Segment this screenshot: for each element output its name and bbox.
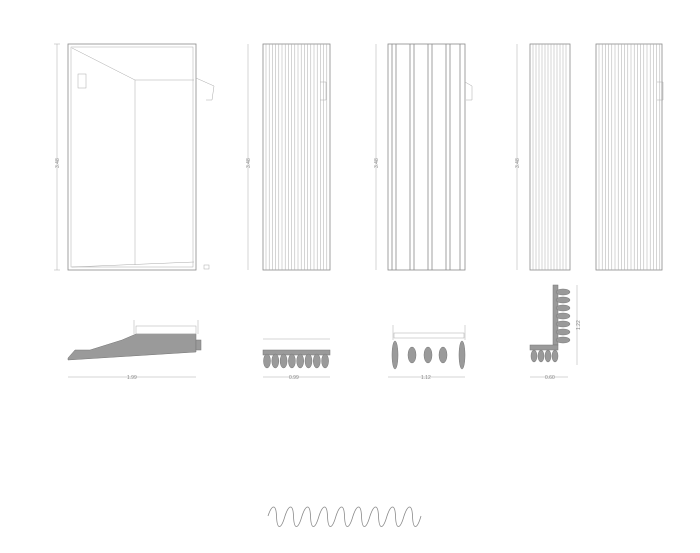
corner-section: 1.22 0.60 [529,284,582,381]
corner-fin-vertical [555,304,571,312]
oval-slat [407,346,417,364]
oval-width-label: 1.12 [421,375,431,381]
door-elevation: 3.48 [54,43,215,271]
corner-fin-vertical [555,320,571,328]
side-panel-elevation: 3.48 [515,43,664,271]
door-height-label: 3.48 [55,158,61,168]
slat-fin [279,353,288,369]
door-section: 1.99 [67,320,202,381]
oval-slat [438,346,448,364]
corner-height-label: 1.22 [576,320,582,330]
corner-fin-horizontal [530,349,538,363]
corner-fin-horizontal [544,349,552,363]
corner-fin-vertical [555,336,571,344]
slat-fin [313,353,321,369]
oval-section: 1.12 [388,325,466,381]
corner-fin-vertical [555,296,571,304]
open-slat-height-label: 3.48 [374,158,380,168]
wave-profile [267,506,422,527]
oval-slat [391,340,399,370]
corner-fin-vertical [555,328,571,336]
slat-fin [296,353,304,369]
oval-slat [458,340,466,370]
slat-panel-elevation: 3.48 [246,43,331,271]
oval-slat [423,346,433,364]
slat-height-label: 3.48 [246,158,252,168]
corner-base [529,344,559,351]
open-slat-panel-elevation: 3.48 [374,43,473,271]
corner-width-label: 0.60 [545,375,555,381]
slat-fin [271,353,280,369]
slat-base [262,349,331,356]
slat-width-label: 0.99 [289,375,299,381]
slat-fin [288,353,296,369]
corner-fin-horizontal [537,349,545,363]
corner-fin-vertical [555,288,571,296]
slat-fin [263,353,271,369]
door-width-label: 1.99 [127,375,137,381]
slat-fin [321,353,329,369]
slat-section: 0.99 [262,338,331,381]
corner-fin-vertical [555,312,571,320]
side-height-label: 3.48 [515,158,521,168]
corner-fin-horizontal [551,349,559,363]
slat-fin [304,353,313,369]
